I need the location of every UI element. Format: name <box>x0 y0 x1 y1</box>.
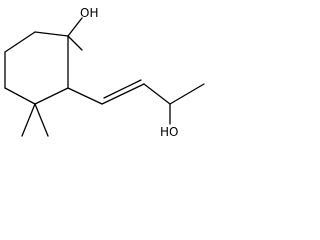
ring-bond-c1-c2 <box>34 31 69 37</box>
ring-bond-c2-c3 <box>4 31 36 53</box>
bond-c5-methyl-a <box>21 103 36 137</box>
double-bond-outer <box>101 83 145 105</box>
bond-carbinol-methyl <box>169 83 205 105</box>
bond-c1-hydroxyl <box>67 17 83 37</box>
ring-bond-c4-c5 <box>4 87 36 105</box>
bond-c6-vinyl <box>67 87 103 105</box>
cyclohexane-ring <box>4 31 69 105</box>
structural-formula: OH HO <box>4 6 205 139</box>
atom-label-oh: OH <box>80 6 98 20</box>
double-bond-inner <box>103 79 142 99</box>
bond-c5-methyl-b <box>34 103 49 137</box>
atom-label-ho: HO <box>160 125 178 139</box>
bond-alkene-carbinol <box>143 83 171 105</box>
bond-c1-methyl <box>67 35 83 51</box>
butenol-chain <box>67 79 205 125</box>
ring-bond-c5-c6 <box>34 87 69 105</box>
